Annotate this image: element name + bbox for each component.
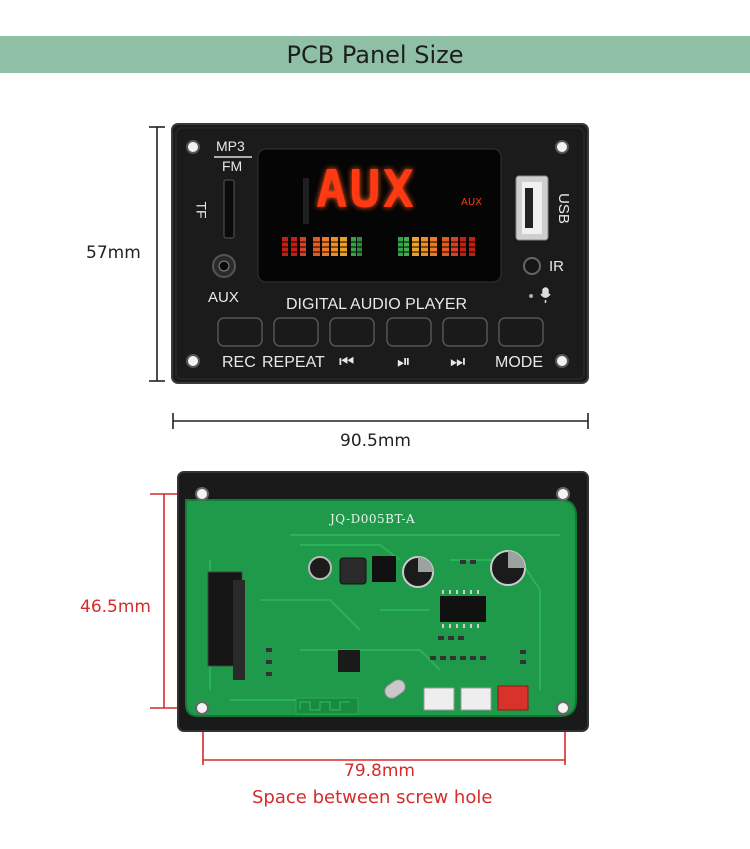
rear-screw-holes [195, 487, 570, 715]
bt-chip [338, 650, 360, 672]
front-screw-holes [186, 140, 569, 368]
fm-label: FM [222, 158, 243, 174]
player-label: DIGITAL AUDIO PLAYER [286, 296, 468, 313]
connector-1 [423, 687, 455, 711]
rear-width-label: 79.8mm [344, 761, 415, 781]
bt-antenna [295, 697, 359, 715]
mp3-label: MP3 [216, 138, 245, 154]
chip-1 [372, 556, 396, 582]
pcb-model-label: JQ-D005BT-A [330, 512, 416, 526]
aux-label: AUX [208, 289, 239, 306]
pcb-board [185, 499, 577, 717]
button-label-playpause[interactable]: ⏯ [397, 352, 411, 371]
front-height-label: 57mm [86, 243, 141, 263]
button-label-rec[interactable]: REC [222, 354, 256, 371]
page-title: PCB Panel Size [286, 40, 464, 69]
connector-power [497, 685, 529, 711]
title-bar: PCB Panel Size [0, 36, 750, 73]
inductor [339, 557, 367, 585]
usb-label: USB [554, 193, 572, 224]
led-aux-indicator: AUX [461, 197, 483, 208]
led-display-text: AUX [316, 160, 416, 220]
front-buttons [217, 317, 544, 347]
screw-hole-caption: Space between screw hole [252, 787, 493, 808]
ir-label: IR [549, 258, 564, 275]
button-label-next[interactable]: ⏭ [450, 352, 466, 371]
button-label-mode[interactable]: MODE [495, 354, 543, 371]
connector-2 [460, 687, 492, 711]
crystal [384, 679, 406, 699]
capacitor-1 [308, 556, 332, 580]
tf-card-slot [223, 179, 235, 239]
front-width-label: 90.5mm [340, 431, 411, 451]
chip-amp [440, 596, 486, 622]
tf-label: TF [193, 201, 210, 219]
front-height-dimension [149, 126, 165, 382]
front-width-dimension [172, 413, 589, 429]
button-label-prev[interactable]: ⏮ [339, 352, 355, 371]
smd-parts [266, 560, 526, 676]
button-label-repeat[interactable]: REPEAT [262, 354, 325, 371]
ir-receiver [523, 257, 541, 275]
mic-icon [540, 287, 551, 303]
rear-height-label: 46.5mm [80, 597, 151, 617]
